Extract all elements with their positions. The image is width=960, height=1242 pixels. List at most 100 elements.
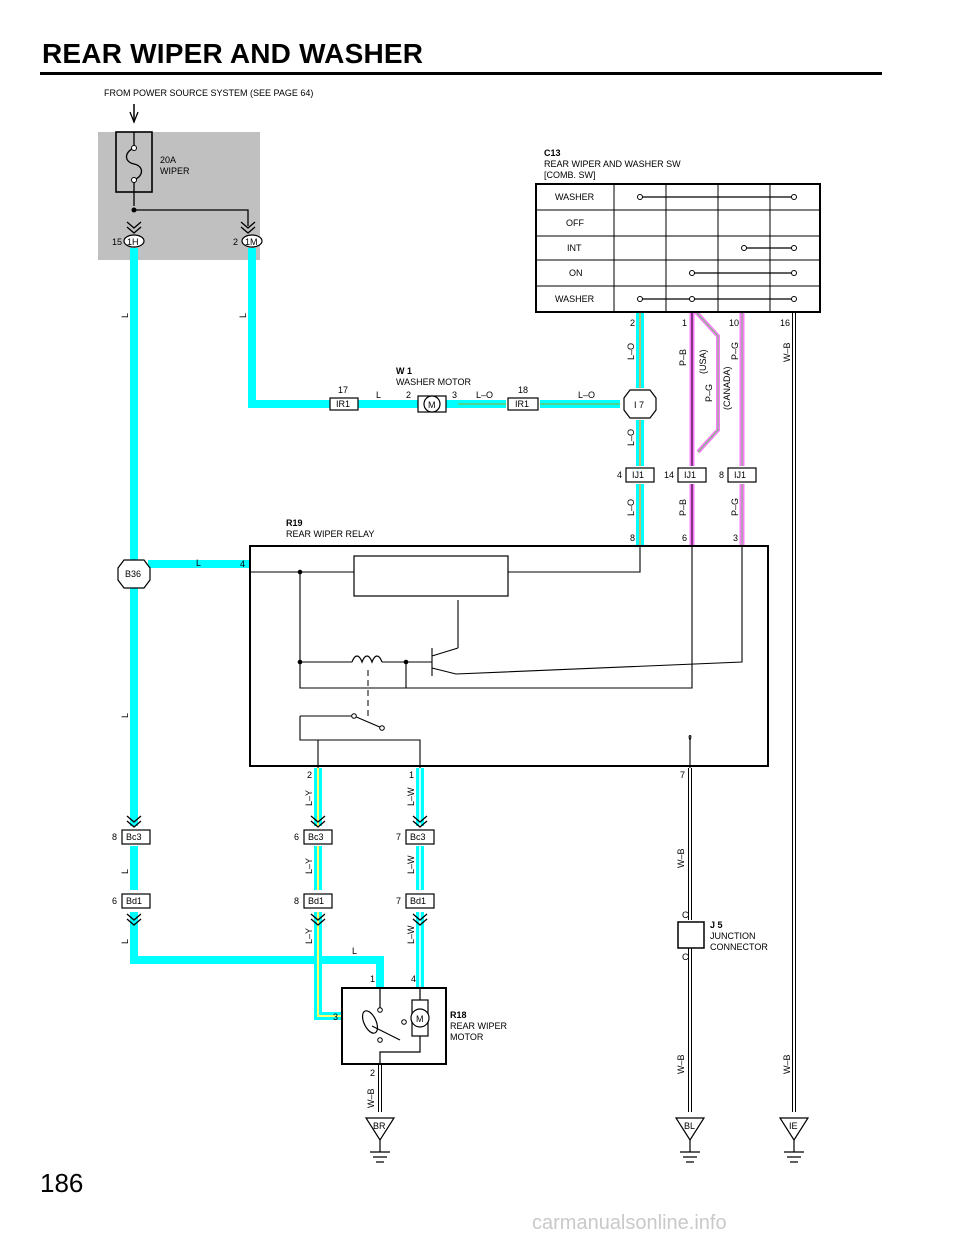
- wire-label-pg-usa: P–G: [704, 384, 714, 402]
- wire-label-l-1: L: [120, 313, 130, 318]
- bd1-connector-a: [121, 893, 151, 909]
- wire-label-pb-2: P–B: [678, 499, 688, 516]
- wiper-motor-pin-1: 1: [370, 974, 375, 984]
- wiper-cam: [361, 1010, 379, 1034]
- wire-label-ly-3: L–Y: [304, 928, 314, 944]
- relay-pin-7: 7: [680, 770, 685, 780]
- bc3-b-label: Bc3: [308, 832, 324, 842]
- switch-sub: [COMB. SW]: [544, 170, 596, 180]
- wiper-motor-symbol: [410, 1008, 430, 1028]
- relay-ic-block: [353, 555, 509, 597]
- wire-label-lo-1: L–O: [626, 343, 636, 360]
- wire-label-pb-1: P–B: [678, 349, 688, 366]
- i7-junction: [623, 389, 657, 419]
- svg-text:BL: BL: [684, 1121, 695, 1131]
- ij1-a-pin: 4: [617, 470, 622, 480]
- page-number: 186: [40, 1168, 84, 1198]
- wiper-motor-pin-3: 3: [333, 1012, 338, 1022]
- wire-l-right: [248, 248, 330, 408]
- bc3-b-pin: 6: [294, 832, 299, 842]
- switch-pos-washer-top: WASHER: [555, 192, 595, 202]
- ground-ie: IE: [778, 1117, 810, 1163]
- washer-motor-code: W 1: [396, 366, 412, 376]
- j5-name-2: CONNECTOR: [710, 942, 768, 952]
- wire-label-wb-3: W–B: [676, 1054, 686, 1074]
- b36-label: B36: [125, 569, 141, 579]
- relay-box: [249, 545, 769, 767]
- wire-label-l-3: L: [120, 713, 130, 718]
- wire-label-pg-2: P–G: [730, 498, 740, 516]
- relay-name: REAR WIPER RELAY: [286, 529, 374, 539]
- switch-pos-on: ON: [569, 268, 583, 278]
- fuse-name: WIPER: [160, 166, 190, 176]
- bd1-connector-c: [405, 893, 435, 909]
- ij1-b-pin: 14: [664, 470, 674, 480]
- wire-label-ly-1: L–Y: [304, 790, 314, 806]
- switch-pin-10: 10: [729, 318, 739, 328]
- wire-label-lw-1: L–W: [406, 787, 416, 806]
- bd1-c-pin: 7: [396, 896, 401, 906]
- relay-pin-3: 3: [733, 533, 738, 543]
- ij1-c-label: IJ1: [734, 470, 746, 480]
- ij1-b-label: IJ1: [684, 470, 696, 480]
- ij1-connector-c: [727, 467, 757, 483]
- fuse-rating: 20A: [160, 155, 176, 165]
- wire-label-l-6: L: [352, 946, 357, 956]
- wire-label-l-2: L: [238, 313, 248, 318]
- jb-left-pin: 15: [112, 237, 122, 247]
- wiper-motor-pin-4: 4: [411, 974, 416, 984]
- wire-label-lo-i7: L–O: [578, 390, 595, 400]
- ground-br: BR: [364, 1117, 396, 1163]
- switch-pos-washer-bottom: WASHER: [555, 294, 595, 304]
- switch-pin-16: 16: [780, 318, 790, 328]
- ij1-connector-b: [677, 467, 707, 483]
- wire-label-l-4: L: [120, 869, 130, 874]
- jb-right-pin: 2: [233, 237, 238, 247]
- switch-name: REAR WIPER AND WASHER SW: [544, 159, 681, 169]
- ij1-a-label: IJ1: [632, 470, 644, 480]
- bc3-a-pin: 8: [112, 832, 117, 842]
- b36-junction: [117, 559, 151, 589]
- i7-label: I 7: [634, 400, 644, 410]
- bc3-c-pin: 7: [396, 832, 401, 842]
- jb-left-conn: 1H: [127, 237, 139, 247]
- wiper-motor-m: M: [416, 1014, 424, 1024]
- canada-note: (CANADA): [722, 366, 732, 410]
- svg-text:IE: IE: [789, 1121, 798, 1131]
- bc3-connector-a: [121, 829, 151, 845]
- wire-label-lw-2: L–W: [406, 855, 416, 874]
- wiper-motor-box: [341, 987, 447, 1065]
- ir1-left-connector: [329, 397, 359, 411]
- wire-label-l-b36: L: [196, 558, 201, 568]
- wire-label-wb-1: W–B: [782, 342, 792, 362]
- washer-motor-pin-left: 2: [406, 390, 411, 400]
- wire-label-wb-4: W–B: [782, 1054, 792, 1074]
- j5-name-1: JUNCTION: [710, 931, 756, 941]
- ground-bl: BL: [674, 1117, 706, 1163]
- svg-text:BR: BR: [373, 1121, 386, 1131]
- relay-pin-4: 4: [240, 559, 245, 569]
- ir1-right-connector: [507, 397, 539, 411]
- wire-label-pg-1: P–G: [730, 342, 740, 360]
- j5-code: J 5: [710, 920, 723, 930]
- title-rule: [40, 72, 882, 75]
- relay-pin-6: 6: [682, 533, 687, 543]
- wire-label-lo-wm: L–O: [476, 390, 493, 400]
- j5-connector: [677, 921, 705, 949]
- bc3-a-label: Bc3: [126, 832, 142, 842]
- wiper-motor-name-1: REAR WIPER: [450, 1021, 508, 1031]
- bc3-c-label: Bc3: [410, 832, 426, 842]
- jb-right-conn: 1M: [245, 237, 258, 247]
- wire-label-lw-3: L–W: [406, 925, 416, 944]
- watermark: carmanualsonline.info: [532, 1212, 727, 1234]
- switch-pos-int: INT: [567, 243, 582, 253]
- relay-pin-2: 2: [307, 770, 312, 780]
- wire-label-l-wm: L: [376, 390, 381, 400]
- ir1-right-label: IR1: [515, 399, 529, 409]
- wire-label-l-5: L: [120, 939, 130, 944]
- relay-pin-1: 1: [409, 770, 414, 780]
- bc3-connector-b: [303, 829, 333, 845]
- wiper-motor-pin-2: 2: [370, 1068, 375, 1078]
- relay-code: R19: [286, 518, 303, 528]
